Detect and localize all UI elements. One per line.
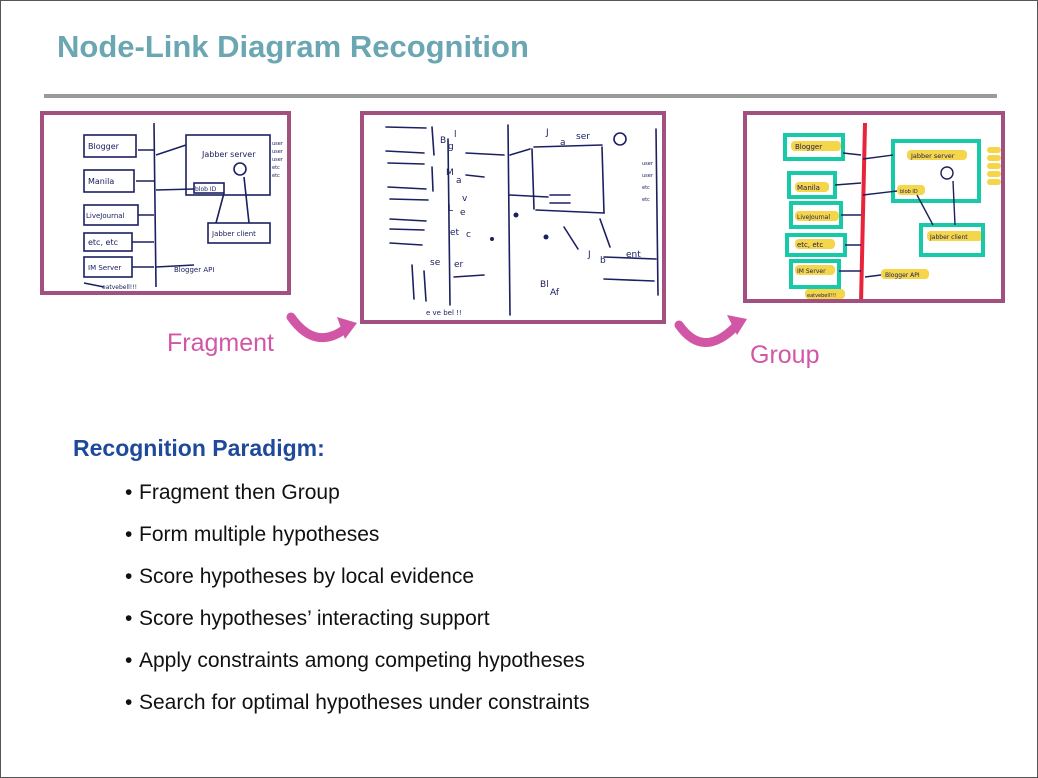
section-heading: Recognition Paradigm: (73, 435, 325, 461)
sketch-user-1: user (272, 141, 284, 147)
bullet-dot: • (125, 607, 133, 630)
sketch-label-etc: etc, etc (88, 238, 118, 247)
grouped-label-manila: Manila (797, 184, 820, 192)
svg-text:user: user (642, 161, 654, 167)
grouped-label-blogger: Blogger (795, 143, 822, 151)
svg-text:se: se (430, 258, 441, 268)
bullet-item: •Search for optimal hypotheses under con… (125, 689, 590, 731)
grouped-label-livejournal: LiveJournal (797, 214, 830, 221)
bullet-dot: • (125, 649, 133, 672)
sketch-user-2: user (272, 149, 284, 155)
svg-text:b: b (600, 256, 606, 266)
svg-text:e: e (460, 208, 466, 218)
panel-original-sketch: Blogger Manila LiveJournal etc, etc IM S… (40, 111, 291, 295)
fragment-label: Fragment (167, 329, 274, 357)
sketch-label-livejournal: LiveJournal (86, 212, 125, 220)
sketch-original-drawing: Blogger Manila LiveJournal etc, etc IM S… (83, 122, 284, 291)
slide-title: Node-Link Diagram Recognition (57, 29, 529, 64)
grouped-label-im-server: IM Server (797, 268, 826, 275)
bullet-dot: • (125, 565, 133, 588)
grouped-label-footer: eatvebell!!! (807, 293, 836, 299)
bullet-dot: • (125, 481, 133, 504)
svg-text:er: er (454, 260, 464, 270)
grouped-label-jabber-client: Jabber client (929, 234, 968, 241)
svg-text:M: M (446, 168, 454, 178)
bullet-dot: • (125, 523, 133, 546)
svg-text:g: g (448, 142, 454, 152)
svg-text:B: B (440, 136, 446, 146)
svg-text:e ve bel !!: e ve bel !! (426, 309, 462, 317)
title-divider (44, 94, 997, 98)
bullet-item: •Score hypotheses by local evidence (125, 563, 590, 605)
svg-text:et: et (450, 228, 460, 238)
sketch-user-3: user (272, 157, 284, 163)
svg-text:l: l (454, 130, 457, 140)
svg-text:ent: ent (626, 250, 641, 260)
sketch-label-blogger-api: Blogger API (174, 266, 214, 274)
sketch-grouped-drawing: Blogger Manila LiveJournal etc, etc IM S… (783, 122, 1001, 299)
sketch-label-footer: eatvebell!!! (102, 284, 137, 291)
svg-text:etc: etc (642, 197, 650, 203)
bullet-list: •Fragment then Group •Form multiple hypo… (125, 479, 590, 731)
svg-text:ser: ser (576, 132, 590, 142)
grouped-label-jabber-server: Jabber server (910, 152, 955, 160)
svg-text:v: v (462, 194, 468, 204)
bullet-item: •Fragment then Group (125, 479, 590, 521)
svg-text:c: c (466, 230, 471, 240)
sketch-label-blogger: Blogger (88, 142, 120, 151)
svg-text:Af: Af (550, 288, 560, 298)
svg-text:etc: etc (642, 185, 650, 191)
sketch-label-manila: Manila (88, 177, 114, 186)
svg-text:J: J (587, 250, 591, 260)
sketch-label-blob-id: blob ID (195, 186, 217, 193)
svg-text:J: J (545, 128, 549, 138)
svg-text:user: user (642, 173, 654, 179)
grouped-label-blogger-api: Blogger API (885, 272, 920, 279)
bullet-dot: • (125, 691, 133, 714)
panel-grouped-sketch: Blogger Manila LiveJournal etc, etc IM S… (743, 111, 1005, 303)
bullet-item: •Apply constraints among competing hypot… (125, 647, 590, 689)
bullet-item: •Score hypotheses’ interacting support (125, 605, 590, 647)
sketch-user-5: etc (272, 173, 280, 179)
sketch-label-jabber-client: Jabber client (211, 230, 256, 238)
sketch-label-jabber-server: Jabber server (201, 150, 256, 159)
group-label: Group (750, 341, 820, 369)
bullet-item: •Form multiple hypotheses (125, 521, 590, 563)
curved-arrow-fragment-icon (286, 312, 357, 342)
svg-text:a: a (560, 138, 566, 148)
svg-text:L: L (448, 204, 453, 214)
curved-arrow-group-icon (674, 315, 747, 347)
svg-text:Bl: Bl (540, 280, 549, 290)
svg-text:a: a (456, 176, 462, 186)
sketch-label-im-server: IM Server (88, 264, 121, 272)
sketch-user-4: etc (272, 165, 280, 171)
grouped-label-etc: etc, etc (797, 241, 823, 249)
grouped-label-blob-id: blob ID (900, 189, 918, 195)
